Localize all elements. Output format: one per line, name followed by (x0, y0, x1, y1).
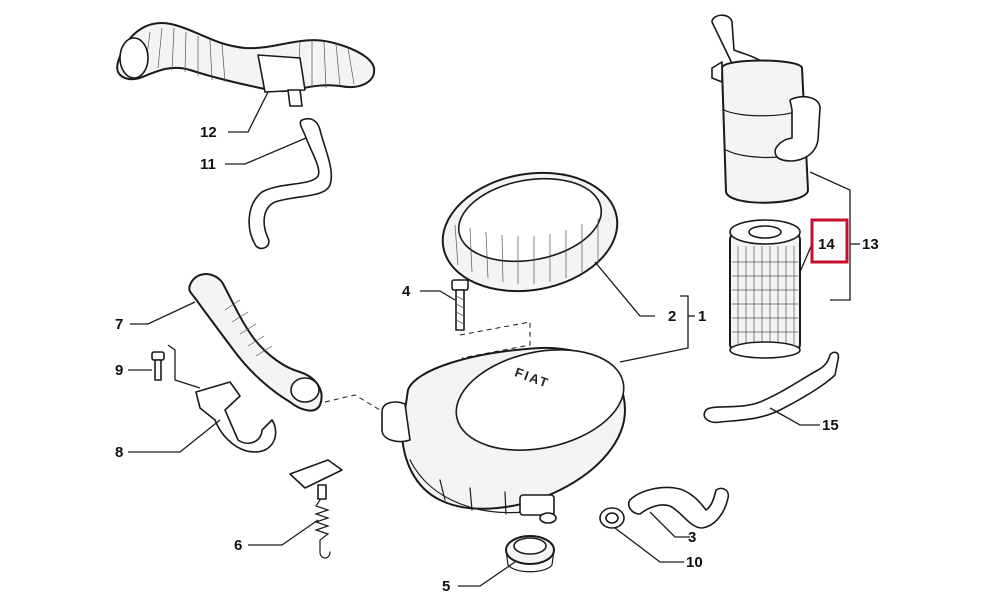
callout-2: 2 (668, 308, 676, 325)
part-3-curved-hose[interactable] (627, 486, 730, 529)
callout-1: 1 (698, 308, 706, 325)
bracket-13 (809, 171, 851, 301)
callout-5: 5 (442, 578, 450, 595)
leader-14 (799, 243, 813, 273)
callout-14: 14 (818, 236, 835, 253)
callout-4: 4 (402, 283, 411, 300)
leader-11 (225, 137, 307, 165)
callout-11: 11 (200, 156, 216, 173)
bolt-alignment-line (459, 321, 531, 359)
callout-7: 7 (115, 316, 123, 333)
part-1-air-filter-housing[interactable]: FIAT (381, 335, 633, 524)
part-6-spring-clip[interactable] (289, 459, 343, 559)
part-8-mounting-bracket[interactable] (195, 381, 277, 453)
callout-14-highlight (810, 218, 849, 264)
callout-8: 8 (115, 444, 123, 461)
callout-6: 6 (234, 537, 242, 554)
callout-labels: 12 11 4 7 9 8 6 5 10 3 15 2 1 14 13 (115, 124, 879, 595)
callout-9: 9 (115, 362, 123, 379)
callout-13: 13 (862, 236, 879, 253)
leader-7 (130, 301, 196, 325)
part-11-breather-tube[interactable] (248, 117, 333, 250)
callout-3: 3 (688, 529, 696, 546)
part-12-intake-hose[interactable] (116, 22, 376, 107)
leader-4 (420, 290, 456, 301)
leader-6 (248, 519, 319, 546)
hose-alignment-line (324, 394, 381, 411)
part-13-breather-assembly[interactable] (711, 14, 821, 204)
callout-10: 10 (686, 554, 703, 571)
leader-5 (458, 561, 516, 587)
callout-15: 15 (822, 417, 839, 434)
leader-15 (769, 407, 820, 426)
part-9-bracket-line (167, 344, 201, 389)
leader-lines (128, 91, 860, 587)
part-15-breather-pipe[interactable] (703, 351, 840, 424)
bracket-1-2 (619, 295, 689, 363)
leader-10 (614, 527, 684, 563)
leader-12 (228, 91, 269, 133)
part-10-hose-clamp[interactable] (599, 507, 625, 529)
part-2-air-filter-element[interactable] (433, 160, 626, 305)
leader-2 (594, 261, 655, 317)
part-4-bolt[interactable] (451, 279, 469, 331)
part-14-filter-cartridge[interactable] (729, 219, 801, 359)
part-7-intake-duct[interactable] (188, 273, 323, 412)
leader-3 (649, 511, 690, 538)
part-9-small-bolt[interactable] (151, 351, 165, 381)
leader-8 (128, 419, 221, 453)
part-5-grommet[interactable] (505, 535, 555, 573)
callout-12: 12 (200, 124, 217, 141)
